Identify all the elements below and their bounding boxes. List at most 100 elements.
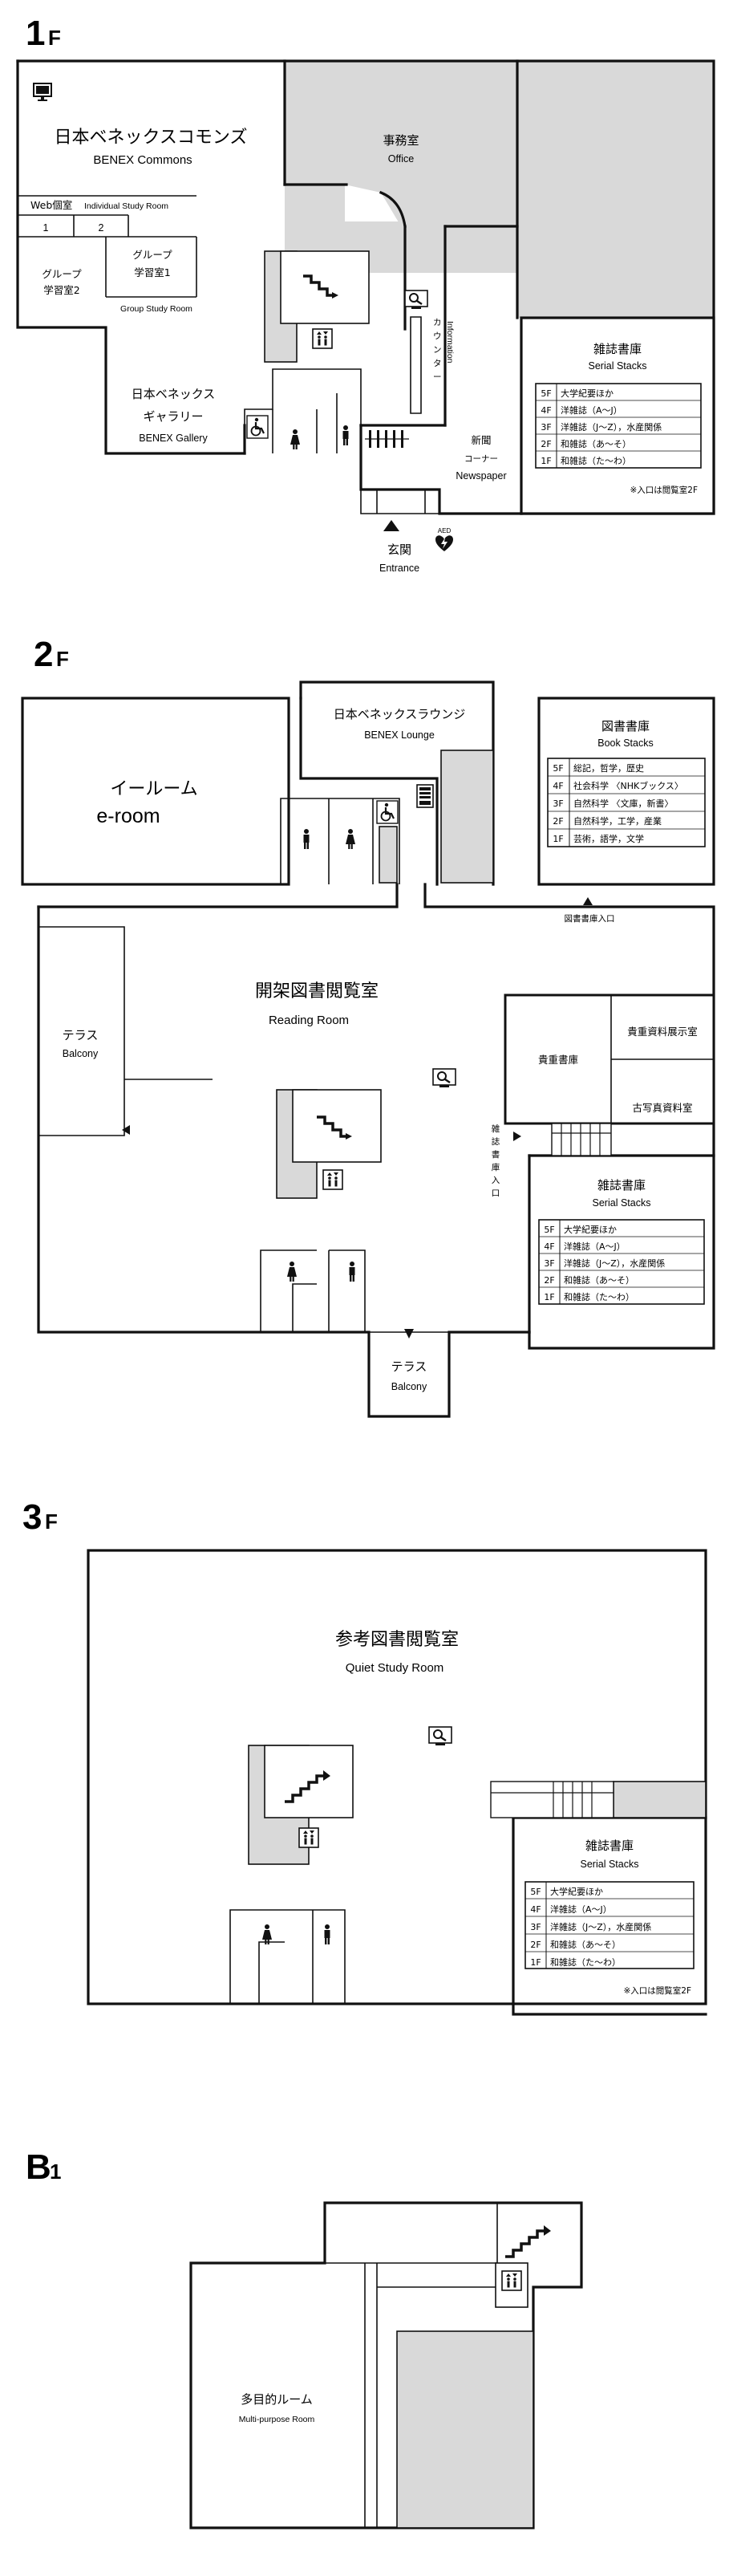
serial-3f-floor-4: 4F	[530, 1904, 541, 1915]
serial-2f-desc-4: 洋雑誌（A～J）	[564, 1241, 626, 1252]
serial-stacks-1f-jp: 雑誌書庫	[593, 342, 642, 356]
serial-stacks-2f-en: Serial Stacks	[593, 1197, 651, 1209]
serial-3f-desc-4: 洋雑誌（A～J）	[550, 1904, 612, 1915]
newspaper-en: Newspaper	[456, 470, 506, 481]
serial-1f-floor-1: 1F	[541, 456, 551, 466]
counter-char-3: タ	[433, 359, 442, 368]
book-stacks-en: Book Stacks	[597, 737, 653, 749]
serial-3f-desc-1: 和雑誌（た～わ）	[550, 1956, 621, 1968]
elevator-b1-icon	[501, 2270, 522, 2291]
floor-1f: 1 F 日本ベネックスコモンズ BENEX Commons Web個室	[16, 14, 715, 574]
serial-entrance-label: 雑 誌 書 庫 入 口	[492, 1123, 500, 1198]
web-room-1: 1	[43, 222, 49, 234]
quiet-room-en: Quiet Study Room	[346, 1661, 444, 1675]
book-table: 5F 総記，哲学，歴史 4F 社会科学 〈NHKブックス〉 3F 自然科学 〈文…	[547, 758, 706, 847]
serial-2f-floor-5: 5F	[544, 1225, 554, 1235]
man-icon-2f-b	[349, 1262, 355, 1282]
serial-table-1f: 5F 大学紀要ほか 4F 洋雑誌（A～J） 3F 洋雑誌（J～Z），水産関係 2…	[535, 383, 702, 469]
counter-char-1: ウ	[433, 331, 442, 341]
group-room-1-num: 学習室1	[134, 266, 170, 278]
book-floor-3: 3F	[553, 798, 563, 809]
group-room-1-jp: グループ	[132, 249, 172, 261]
photo-archive-jp: 古写真資料室	[632, 1102, 692, 1114]
group-room-2-num: 学習室2	[43, 284, 79, 296]
floor-3f-label-f: F	[45, 1509, 58, 1534]
group-room-2-jp: グループ	[42, 268, 82, 280]
vending-machine-icon	[416, 784, 434, 808]
floor-3f: 3 F 参考図書閲覧室 Quiet Study Room	[22, 1497, 707, 2016]
rare-exhibit-jp: 貴重資料展示室	[627, 1026, 698, 1038]
serial-2f-desc-5: 大学紀要ほか	[564, 1224, 617, 1235]
wall-1f-outer-left	[16, 59, 246, 455]
terrace-south-jp: テラス	[391, 1359, 427, 1374]
woman-icon-2f-b	[287, 1262, 297, 1282]
shelves-3f	[490, 1781, 614, 1818]
shelves-2f	[551, 1123, 612, 1156]
floor-2f-label-num: 2	[34, 635, 53, 674]
serial-3f-desc-2: 和雑誌（あ～そ）	[550, 1939, 621, 1950]
web-room-label: Web個室	[30, 199, 72, 211]
serial-1f-desc-1: 和雑誌（た～わ）	[561, 455, 631, 466]
pc-icon	[33, 83, 52, 102]
serial-entrance-char-2: 書	[492, 1149, 500, 1160]
gallery-jp-1: 日本ベネックス	[132, 387, 216, 401]
elevator-icon	[312, 328, 333, 349]
serial-2f-floor-4: 4F	[544, 1241, 554, 1252]
book-floor-5: 5F	[553, 763, 563, 774]
man-icon	[342, 425, 349, 445]
stairs-2f-box	[292, 1089, 382, 1163]
serial-3f-floor-3: 3F	[530, 1922, 541, 1932]
multi-room-en: Multi-purpose Room	[239, 2415, 315, 2424]
floor-2f: 2 F イールーム e-room 日本ベネックスラウンジ BENEX Loung…	[21, 635, 715, 1418]
quiet-room-jp: 参考図書閲覧室	[335, 1630, 459, 1650]
serial-1f-floor-3: 3F	[541, 422, 551, 433]
serial-table-3f: 5F 大学紀要ほか 4F 洋雑誌（A～J） 3F 洋雑誌（J～Z），水産関係 2…	[524, 1881, 695, 1969]
search-terminal-icon	[403, 289, 429, 311]
information-label: Information	[445, 321, 455, 364]
search-terminal-3f-icon	[427, 1725, 453, 1747]
serial-1f-note: ※入口は閲覧室2F	[630, 485, 698, 495]
stacks-3f-gray	[613, 1781, 707, 1818]
serial-1f-floor-4: 4F	[541, 405, 551, 416]
wheelchair-icon-2f	[375, 799, 399, 825]
individual-room-label: Individual Study Room	[84, 201, 168, 211]
serial-stacks-1f-en: Serial Stacks	[589, 360, 647, 372]
office-right	[517, 61, 714, 318]
multi-room-jp: 多目的ルーム	[241, 2392, 313, 2407]
search-terminal-2f-icon	[431, 1067, 457, 1089]
group-room-en: Group Study Room	[120, 304, 192, 314]
office-en: Office	[388, 153, 414, 165]
woman-icon-2f	[346, 829, 355, 849]
office-jp: 事務室	[383, 133, 419, 148]
terrace-west-en: Balcony	[63, 1048, 99, 1059]
counter-char-0: カ	[433, 318, 442, 327]
serial-1f-floor-5: 5F	[541, 388, 551, 399]
serial-3f-floor-2: 2F	[530, 1940, 541, 1950]
aed-icon	[435, 535, 453, 551]
elevator-3f-icon	[298, 1827, 319, 1848]
serial-3f-floor-1: 1F	[530, 1957, 541, 1968]
book-stacks	[537, 697, 715, 886]
elevator-2f-icon	[322, 1169, 343, 1190]
floor-1f-label-num: 1	[26, 14, 45, 53]
book-desc-4: 社会科学 〈NHKブックス〉	[573, 780, 683, 791]
terrace-west-jp: テラス	[63, 1028, 99, 1042]
entrance-gates	[365, 430, 409, 448]
serial-table-2f: 5F 大学紀要ほか 4F 洋雑誌（A～J） 3F 洋雑誌（J～Z），水産関係 2…	[538, 1219, 705, 1305]
reading-room-jp: 開架図書閲覧室	[255, 981, 379, 1002]
book-desc-1: 芸術，語学，文学	[573, 833, 644, 844]
serial-3f-note: ※入口は閲覧室2F	[623, 1985, 691, 1996]
book-floor-4: 4F	[553, 781, 563, 791]
floor-b1: B 1 多目的ルーム Multi-purpose Room	[26, 2147, 583, 2529]
book-desc-2: 自然科学，工学，産業	[573, 815, 662, 827]
serial-entrance-char-4: 入	[492, 1176, 500, 1185]
book-stacks-jp: 図書書庫	[601, 719, 650, 733]
book-floor-2: 2F	[553, 816, 563, 827]
serial-2f-floor-2: 2F	[544, 1275, 554, 1286]
reading-room-en: Reading Room	[269, 1014, 349, 1027]
floor-b1-label-num: B	[26, 2147, 51, 2187]
eroom-en: e-room	[96, 805, 160, 827]
lounge-en: BENEX Lounge	[364, 729, 435, 741]
lounge-jp: 日本ベネックスラウンジ	[334, 707, 466, 721]
